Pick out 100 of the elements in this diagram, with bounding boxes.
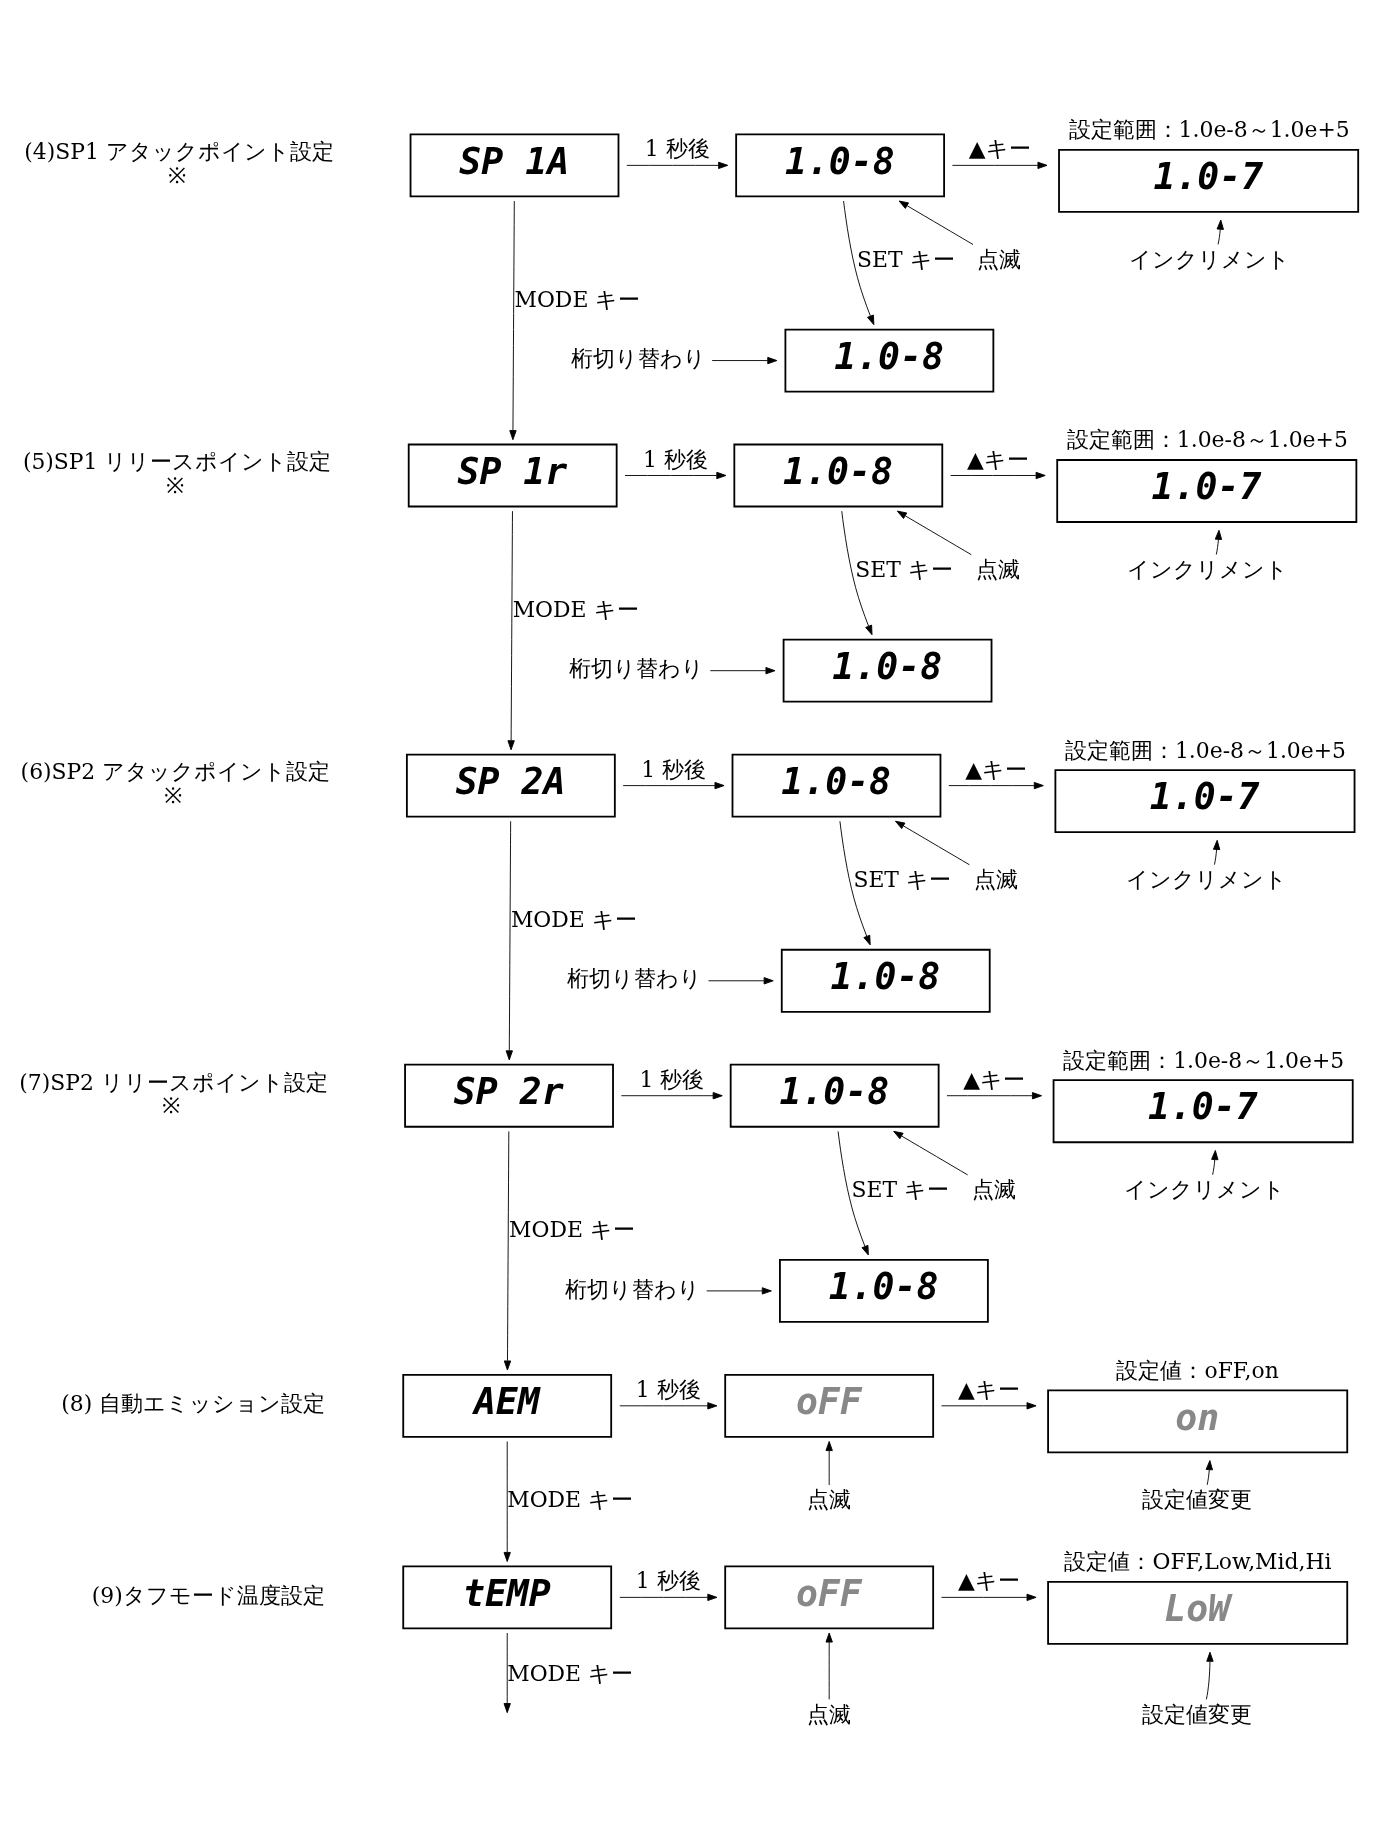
edge-label: SET キー	[855, 556, 953, 582]
arrow	[709, 667, 776, 675]
node-label: (7)SP2 リリースポイント設定	[19, 1069, 328, 1095]
node-label: (5)SP1 リリースポイント設定	[22, 449, 332, 475]
edge-label: MODE キー	[512, 597, 639, 623]
node-label: 設定範囲：1.0e-8～1.0e+5	[1068, 117, 1350, 143]
edge-label: 1 秒後	[643, 446, 708, 472]
node-label: 設定範囲：1.0e-8～1.0e+5	[1063, 1047, 1345, 1073]
node-label: (8) 自動エミッション設定	[61, 1391, 326, 1417]
arrow	[711, 356, 778, 365]
edge-label: SET キー	[857, 246, 955, 272]
node-box: 1.0-7	[1054, 769, 1356, 833]
arrow	[503, 1441, 511, 1562]
arrow	[946, 1092, 1042, 1100]
arrow	[895, 820, 970, 866]
arrow	[622, 781, 725, 790]
arrow	[626, 161, 729, 170]
arrow	[843, 200, 875, 326]
edge-label: SET キー	[853, 867, 951, 893]
arrow	[503, 1130, 512, 1371]
arrow	[708, 977, 774, 985]
edge-label: MODE キー	[514, 286, 641, 312]
node-box: 1.0-8	[782, 638, 993, 703]
node-label: 設定範囲：1.0e-8～1.0e+5	[1066, 427, 1348, 453]
node-box: 1.0-8	[780, 948, 991, 1013]
arrow	[896, 510, 972, 556]
node-text: 点滅	[971, 1177, 1016, 1203]
node-label: 設定範囲：1.0e-8～1.0e+5	[1064, 737, 1346, 763]
arrow	[898, 200, 974, 245]
node-box: oFF	[724, 1373, 935, 1438]
arrow	[951, 161, 1048, 170]
node-box: 1.0-8	[731, 753, 942, 818]
node-box: 1.0-7	[1052, 1079, 1354, 1144]
edge-label: ▲キー	[963, 1066, 1026, 1092]
node-text: 点滅	[973, 867, 1018, 893]
arrow	[624, 471, 727, 480]
edge-label: MODE キー	[510, 907, 637, 933]
node-text: 桁切り替わり	[570, 346, 706, 372]
node-box: LoW	[1047, 1580, 1349, 1645]
arrow	[503, 1632, 511, 1714]
node-box: 1.0-8	[784, 328, 995, 393]
edge-label: ▲キー	[968, 136, 1031, 162]
node-text: インクリメント	[1123, 1177, 1285, 1203]
edge-label: 1 秒後	[635, 1376, 701, 1402]
node-label: ※	[167, 162, 186, 188]
edge-label: 1 秒後	[639, 1066, 705, 1092]
arrow	[509, 200, 517, 441]
node-text: 点滅	[977, 246, 1022, 272]
node-text: 点滅	[975, 556, 1020, 582]
node-text: 設定値変更	[1142, 1487, 1253, 1513]
arrow	[825, 1441, 833, 1486]
arrow	[893, 1130, 969, 1176]
node-box: 1.0-8	[735, 133, 945, 198]
node-box: 1.0-7	[1058, 148, 1360, 213]
node-text: 桁切り替わり	[566, 966, 702, 992]
node-box: AEM	[402, 1373, 613, 1438]
node-label: ※	[166, 473, 185, 498]
node-box: SP 1r	[407, 443, 618, 508]
arrow	[505, 820, 513, 1061]
node-text: 桁切り替わり	[568, 656, 704, 682]
arrow	[619, 1593, 718, 1601]
edge-label: MODE キー	[507, 1661, 634, 1687]
node-label: ※	[162, 1093, 181, 1119]
arrow	[1205, 1460, 1213, 1486]
arrow	[1205, 1651, 1214, 1700]
node-text: インクリメント	[1129, 246, 1291, 272]
node-box: tEMP	[402, 1565, 613, 1630]
node-label: (9)タフモード温度設定	[91, 1583, 325, 1609]
arrow	[839, 820, 871, 946]
node-box: 1.0-8	[779, 1259, 989, 1323]
node-box: SP 2A	[405, 753, 616, 818]
node-box: on	[1047, 1389, 1349, 1454]
arrow	[619, 1402, 718, 1410]
arrow	[1216, 219, 1224, 245]
arrow	[950, 471, 1046, 480]
node-text: インクリメント	[1125, 867, 1287, 893]
edge-label: 1 秒後	[644, 136, 710, 162]
arrow	[620, 1092, 723, 1100]
edge-label: 1 秒後	[641, 756, 707, 782]
arrow	[507, 510, 515, 751]
node-text: 点滅	[806, 1701, 851, 1727]
arrow	[1214, 529, 1223, 555]
edge-label: MODE キー	[509, 1217, 635, 1243]
node-box: 1.0-8	[733, 443, 944, 508]
arrow	[1211, 1150, 1219, 1176]
arrow	[825, 1632, 833, 1700]
arrow	[941, 1593, 1037, 1601]
node-label: ※	[164, 783, 183, 809]
arrow	[1212, 839, 1221, 866]
node-text: 桁切り替わり	[565, 1276, 701, 1302]
edge-label: 1 秒後	[635, 1568, 701, 1594]
edge-label: ▲キー	[957, 1376, 1020, 1402]
node-text: インクリメント	[1127, 556, 1289, 582]
edge-label: MODE キー	[507, 1487, 634, 1513]
arrow	[837, 1130, 869, 1256]
node-label: (4)SP1 アタックポイント設定	[24, 139, 334, 165]
node-box: SP 1A	[409, 133, 620, 198]
arrow	[948, 781, 1044, 790]
node-text: 点滅	[806, 1487, 851, 1513]
node-box: 1.0-8	[729, 1063, 940, 1128]
